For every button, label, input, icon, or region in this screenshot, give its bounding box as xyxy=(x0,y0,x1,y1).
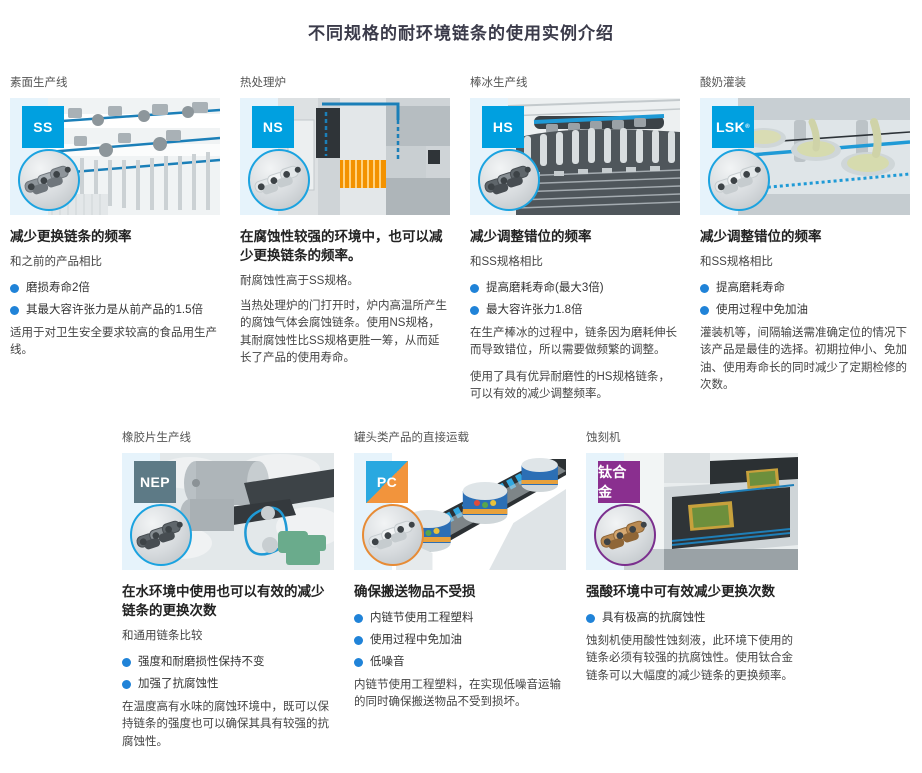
spec-badge-label: LSK xyxy=(715,118,746,135)
spec-badge-label: NEP xyxy=(140,473,170,490)
feature-list: 内链节使用工程塑料使用过程中免加油低噪音 xyxy=(354,609,566,671)
card-paragraph: 蚀刻机使用酸性蚀刻液，此环境下使用的链条必须有较强的抗腐蚀性。使用钛合金链条可以… xyxy=(586,634,793,682)
spec-badge-label: HS xyxy=(492,118,514,135)
feature-list-item: 最大容许张力1.8倍 xyxy=(470,301,680,319)
use-case-card: 酸奶灌装 LSK® xyxy=(690,76,920,413)
card-subtitle: 和之前的产品相比 xyxy=(10,255,102,268)
spec-badge: HS xyxy=(482,105,524,148)
feature-list-item: 具有极高的抗腐蚀性 xyxy=(586,609,798,627)
use-case-card: 罐头类产品的直接运载 xyxy=(344,431,576,761)
spec-badge-label: PC xyxy=(376,473,398,490)
card-paragraph: 适用于对卫生安全要求较高的食品用生产线。 xyxy=(10,326,217,357)
card-heading: 减少调整错位的频率 xyxy=(700,228,822,244)
card-subtitle: 耐腐蚀性高于SS规格。 xyxy=(240,274,359,287)
feature-list: 提高磨耗寿命(最大3倍) 最大容许张力1.8倍 xyxy=(470,279,680,319)
feature-list-item: 提高磨耗寿命(最大3倍) xyxy=(470,279,680,297)
spec-badge: NEP xyxy=(134,460,176,503)
card-eyebrow: 蚀刻机 xyxy=(586,431,621,444)
chain-closeup-icon xyxy=(362,503,424,566)
feature-list: 具有极高的抗腐蚀性 xyxy=(586,609,798,627)
card-row-top: 素面生产线 xyxy=(0,60,922,413)
feature-list-item: 加强了抗腐蚀性 xyxy=(122,675,334,693)
spec-badge: SS xyxy=(22,105,64,148)
card-paragraph: 内链节使用工程塑料，在实现低噪音运输的同时确保搬送物品不受到损坏。 xyxy=(354,678,561,709)
card-subtitle: 和SS规格相比 xyxy=(700,255,773,268)
chain-closeup-icon xyxy=(248,148,310,211)
feature-list-item: 其最大容许张力是从前产品的1.5倍 xyxy=(10,301,220,319)
feature-list: 强度和耐磨损性保持不变加强了抗腐蚀性 xyxy=(122,653,334,693)
feature-list-item: 磨损寿命2倍 xyxy=(10,279,220,297)
card-subtitle: 和通用链条比较 xyxy=(122,629,203,642)
card-eyebrow: 酸奶灌装 xyxy=(700,76,746,89)
spec-badge-registered-mark: ® xyxy=(745,123,751,130)
spec-badge: PC xyxy=(366,460,408,503)
product-photo xyxy=(278,97,450,215)
feature-list: 磨损寿命2倍其最大容许张力是从前产品的1.5倍 xyxy=(10,279,220,319)
card-heading: 在腐蚀性较强的环境中，也可以减少更换链条的频率。 xyxy=(240,228,443,263)
card-paragraph: 灌装机等，间隔输送需准确定位的情况下该产品是最佳的选择。初期拉伸小、免加油、使用… xyxy=(700,326,907,392)
card-figure: NEP xyxy=(122,452,334,570)
card-figure: 钛合金 xyxy=(586,452,798,570)
card-paragraph: 当热处理炉的门打开时，炉内高温所产生的腐蚀气体会腐蚀链条。使用NS规格，其耐腐蚀… xyxy=(240,299,447,365)
use-case-card: 橡胶片生产线 xyxy=(112,431,344,761)
chain-closeup-icon xyxy=(594,503,656,566)
card-heading: 确保搬送物品不受损 xyxy=(354,583,476,599)
card-eyebrow: 素面生产线 xyxy=(10,76,68,89)
card-paragraph: 在温度高有水味的腐蚀环境中，既可以保持链条的强度也可以确保其具有较强的抗腐蚀性。 xyxy=(122,700,329,748)
chain-closeup-icon xyxy=(478,148,540,211)
card-eyebrow: 罐头类产品的直接运载 xyxy=(354,431,469,444)
page-title: 不同规格的耐环境链条的使用实例介绍 xyxy=(308,24,614,44)
spec-badge-label: SS xyxy=(33,118,53,135)
feature-list-item: 使用过程中免加油 xyxy=(700,301,910,319)
spec-badge: LSK® xyxy=(712,105,754,148)
card-eyebrow: 棒冰生产线 xyxy=(470,76,528,89)
use-case-card: 素面生产线 xyxy=(0,76,230,413)
spec-badge: NS xyxy=(252,105,294,148)
use-case-card: 蚀刻机 钛合金 xyxy=(576,431,808,761)
product-photo xyxy=(738,97,910,215)
use-case-card: 热处理炉 NS xyxy=(230,76,460,413)
card-figure: NS xyxy=(240,97,450,215)
use-case-card: 棒冰生产线 xyxy=(460,76,690,413)
card-row-bottom: 橡胶片生产线 xyxy=(0,413,922,761)
card-eyebrow: 热处理炉 xyxy=(240,76,286,89)
spec-badge-label: 钛合金 xyxy=(598,463,627,500)
product-photo xyxy=(508,97,680,215)
feature-list-item: 使用过程中免加油 xyxy=(354,631,566,649)
feature-list: 提高磨耗寿命使用过程中免加油 xyxy=(700,279,910,319)
card-paragraph: 在生产棒冰的过程中，链条因为磨耗伸长而导致错位，所以需要做频繁的调整。 xyxy=(470,326,677,357)
chain-closeup-icon xyxy=(130,503,192,566)
product-photo xyxy=(160,452,334,570)
card-heading: 减少更换链条的频率 xyxy=(10,228,132,244)
feature-list-item: 提高磨耗寿命 xyxy=(700,279,910,297)
card-eyebrow: 橡胶片生产线 xyxy=(122,431,191,444)
card-figure: HS xyxy=(470,97,680,215)
feature-list-item: 强度和耐磨损性保持不变 xyxy=(122,653,334,671)
card-figure: PC xyxy=(354,452,566,570)
spec-badge: 钛合金 xyxy=(598,460,640,503)
chain-closeup-icon xyxy=(18,148,80,211)
card-subtitle: 和SS规格相比 xyxy=(470,255,543,268)
chain-closeup-icon xyxy=(708,148,770,211)
card-figure: SS xyxy=(10,97,220,215)
feature-list-item: 低噪音 xyxy=(354,653,566,671)
product-photo xyxy=(624,452,798,570)
feature-list-item: 内链节使用工程塑料 xyxy=(354,609,566,627)
spec-badge-label: NS xyxy=(262,118,284,135)
card-figure: LSK® xyxy=(700,97,910,215)
card-heading: 减少调整错位的频率 xyxy=(470,228,592,244)
card-heading: 在水环境中使用也可以有效的减少链条的更换次数 xyxy=(122,583,325,618)
card-paragraph: 使用了具有优异耐磨性的HS规格链条，可以有效的减少调整频率。 xyxy=(470,370,670,401)
card-heading: 强酸环境中可有效减少更换次数 xyxy=(586,583,775,599)
